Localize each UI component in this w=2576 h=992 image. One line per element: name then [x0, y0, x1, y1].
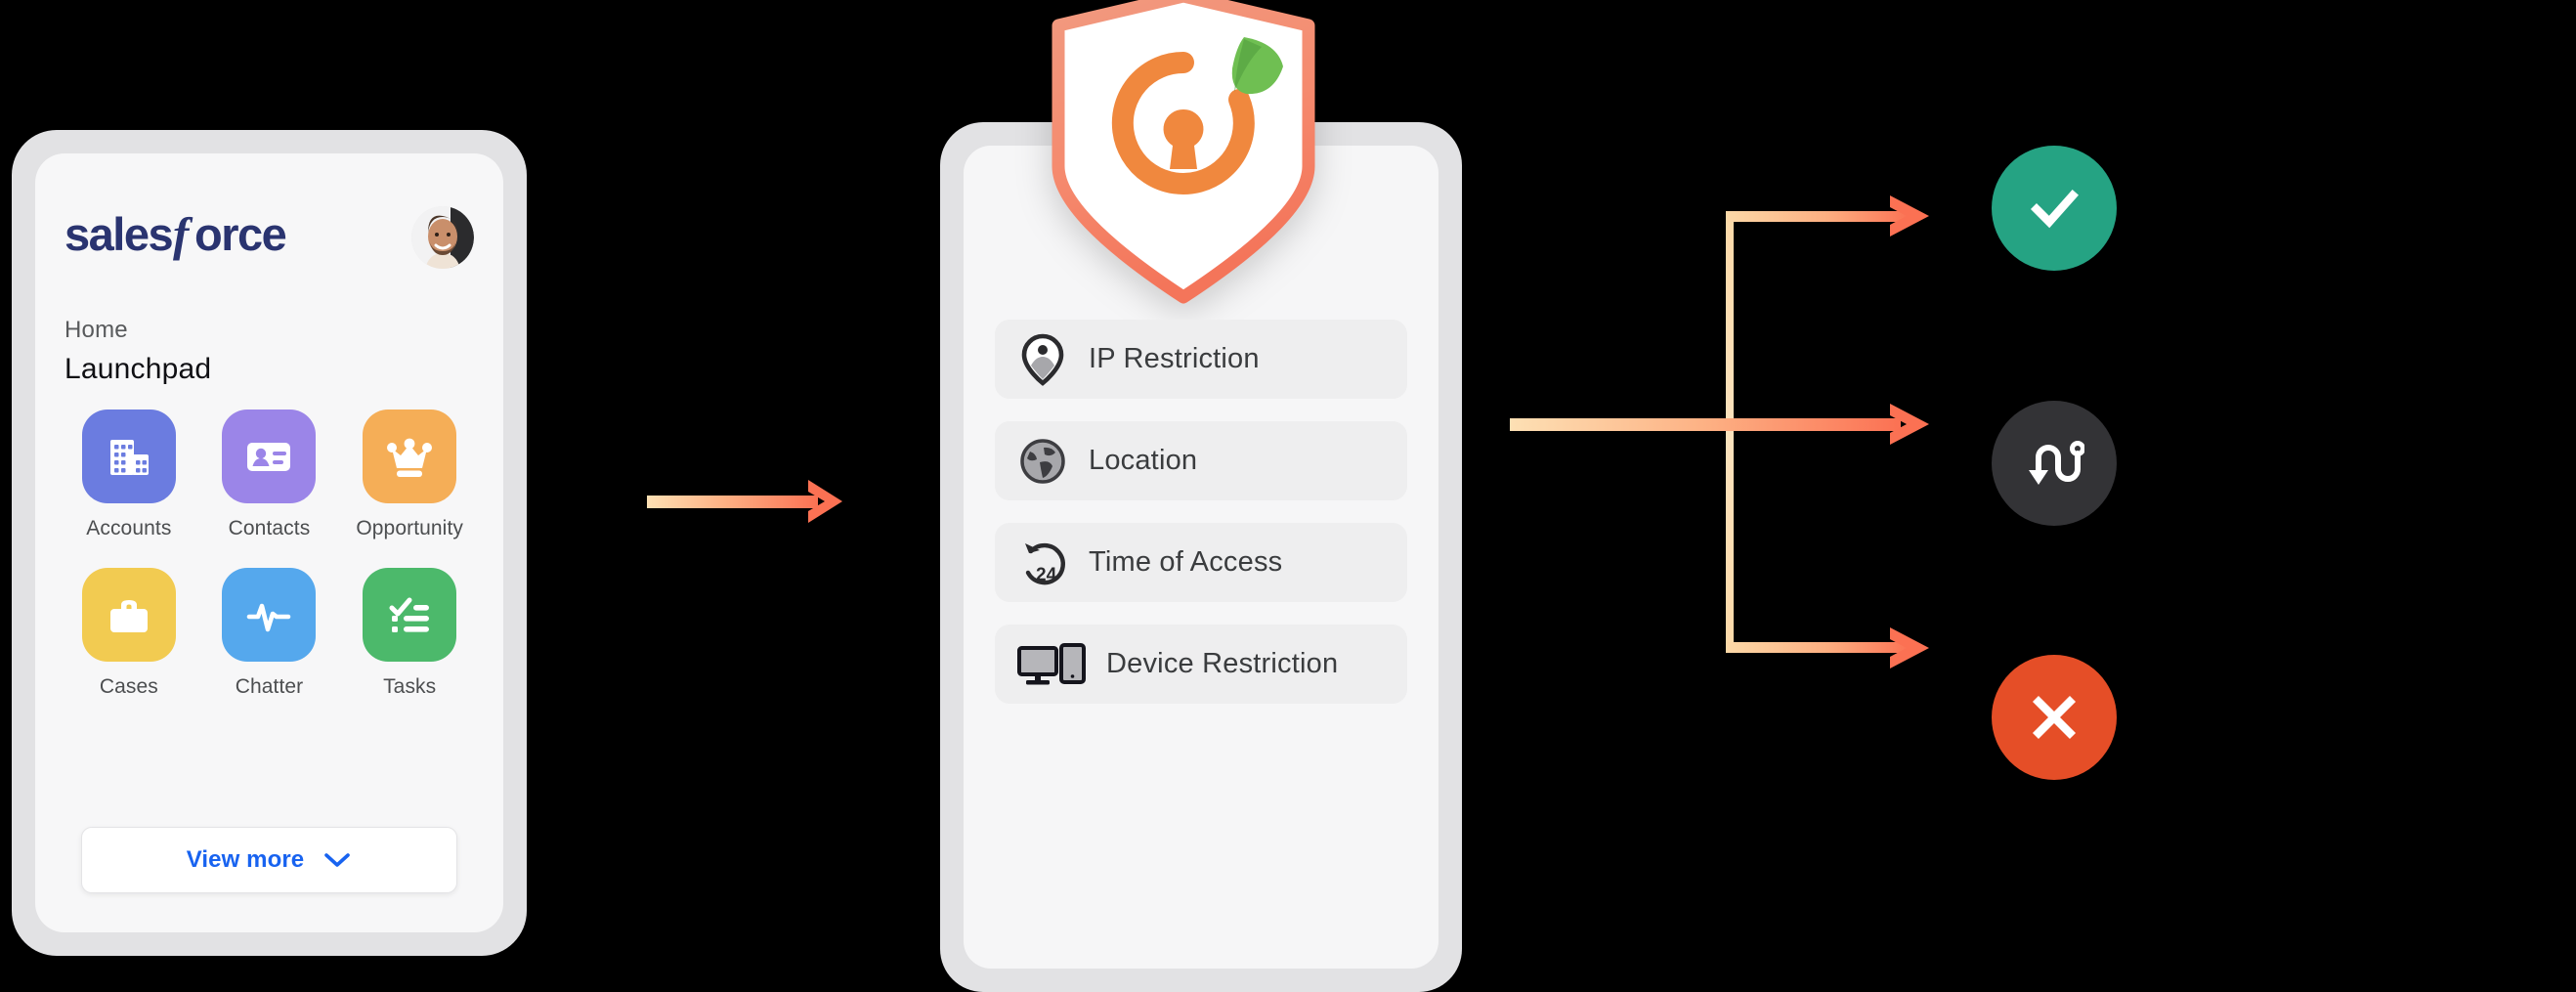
clock-24-icon: 24: [1016, 537, 1069, 589]
policy-item-ip-restriction[interactable]: IP Restriction: [995, 320, 1407, 399]
branch-trunk: [1726, 211, 1734, 653]
salesforce-logo: sales f orce: [64, 211, 287, 261]
accounts-tile-bg: [81, 410, 176, 503]
policy-item-label: Time of Access: [1089, 545, 1283, 578]
breadcrumb[interactable]: Home: [64, 317, 128, 343]
app-label: Accounts: [86, 517, 172, 539]
app-label: Chatter: [235, 675, 304, 698]
app-tile-opportunity[interactable]: Opportunity: [339, 410, 480, 540]
app-tile-tasks[interactable]: Tasks: [339, 568, 480, 699]
outcome-deny[interactable]: [1992, 655, 2117, 780]
briefcase-icon: [109, 600, 148, 632]
outcome-column: [1992, 0, 2187, 954]
page-title: Launchpad: [64, 353, 212, 385]
policy-item-label: Device Restriction: [1106, 647, 1339, 679]
security-shield-logo: [1052, 0, 1315, 304]
building-icon: [109, 440, 149, 475]
policy-item-device-restriction[interactable]: Device Restriction: [995, 625, 1407, 704]
salesforce-header: sales f orce: [64, 198, 474, 277]
branch-arrow-step-up: [1890, 404, 1929, 445]
diagram-canvas: sales f orce: [12, 0, 2187, 992]
branch-arrow-deny: [1890, 627, 1929, 669]
svg-text:sales: sales: [64, 211, 172, 260]
svg-text:f: f: [173, 211, 193, 261]
policy-item-label: Location: [1089, 444, 1198, 476]
leaf-vein: [1234, 39, 1262, 92]
location-pin-person-icon: [1016, 333, 1069, 386]
close-x-icon: [2032, 695, 2077, 740]
view-more-button[interactable]: View more: [81, 827, 457, 893]
outcome-step-up-auth[interactable]: [1992, 401, 2117, 526]
app-tile-accounts[interactable]: Accounts: [59, 410, 199, 540]
app-tile-cases[interactable]: Cases: [59, 568, 199, 699]
policy-list: IP Restriction Location 24: [995, 320, 1407, 704]
policy-decision-branch: [1510, 195, 1929, 669]
contacts-tile-bg: [222, 410, 317, 503]
svg-text:orce: orce: [194, 211, 286, 260]
branch-line-allow: [1726, 211, 1911, 222]
avatar-image: [411, 206, 474, 269]
branch-arrow-allow: [1890, 195, 1929, 237]
policy-item-label: IP Restriction: [1089, 342, 1260, 374]
policy-item-time-of-access[interactable]: 24 Time of Access: [995, 523, 1407, 602]
checklist-icon: [389, 597, 430, 632]
app-tile-chatter[interactable]: Chatter: [199, 568, 340, 699]
crown-icon: [387, 438, 433, 477]
app-label: Contacts: [228, 517, 311, 539]
pulse-icon: [247, 603, 291, 632]
contact-card-icon: [247, 443, 291, 471]
avatar[interactable]: [411, 206, 474, 269]
app-label: Cases: [99, 675, 158, 698]
arrow-salesforce-to-policy: [647, 480, 842, 523]
ring-arc: [1111, 51, 1255, 194]
chatter-tile-bg: [222, 568, 317, 662]
monitor-tablet-icon: [1016, 638, 1087, 691]
policy-item-location[interactable]: Location: [995, 421, 1407, 500]
transfer-icon: [2029, 441, 2084, 485]
branch-line-deny: [1726, 642, 1911, 653]
cases-tile-bg: [81, 568, 176, 662]
branch-incoming-line: [1510, 418, 1901, 431]
globe-icon: [1016, 435, 1069, 488]
check-icon: [2030, 189, 2080, 229]
app-label: Opportunity: [356, 517, 463, 539]
svg-text:24: 24: [1036, 565, 1057, 585]
view-more-label: View more: [186, 846, 305, 873]
outcome-allow[interactable]: [1992, 146, 2117, 271]
app-tile-contacts[interactable]: Contacts: [199, 410, 340, 540]
chevron-down-icon: [324, 853, 351, 867]
tasks-tile-bg: [363, 568, 457, 662]
salesforce-device-frame: sales f orce: [12, 130, 527, 956]
app-label: Tasks: [383, 675, 437, 698]
keyhole: [1163, 108, 1204, 169]
salesforce-screen: sales f orce: [35, 153, 503, 932]
opportunity-tile-bg: [363, 410, 457, 503]
app-launcher-grid: Accounts Contacts: [59, 410, 480, 699]
